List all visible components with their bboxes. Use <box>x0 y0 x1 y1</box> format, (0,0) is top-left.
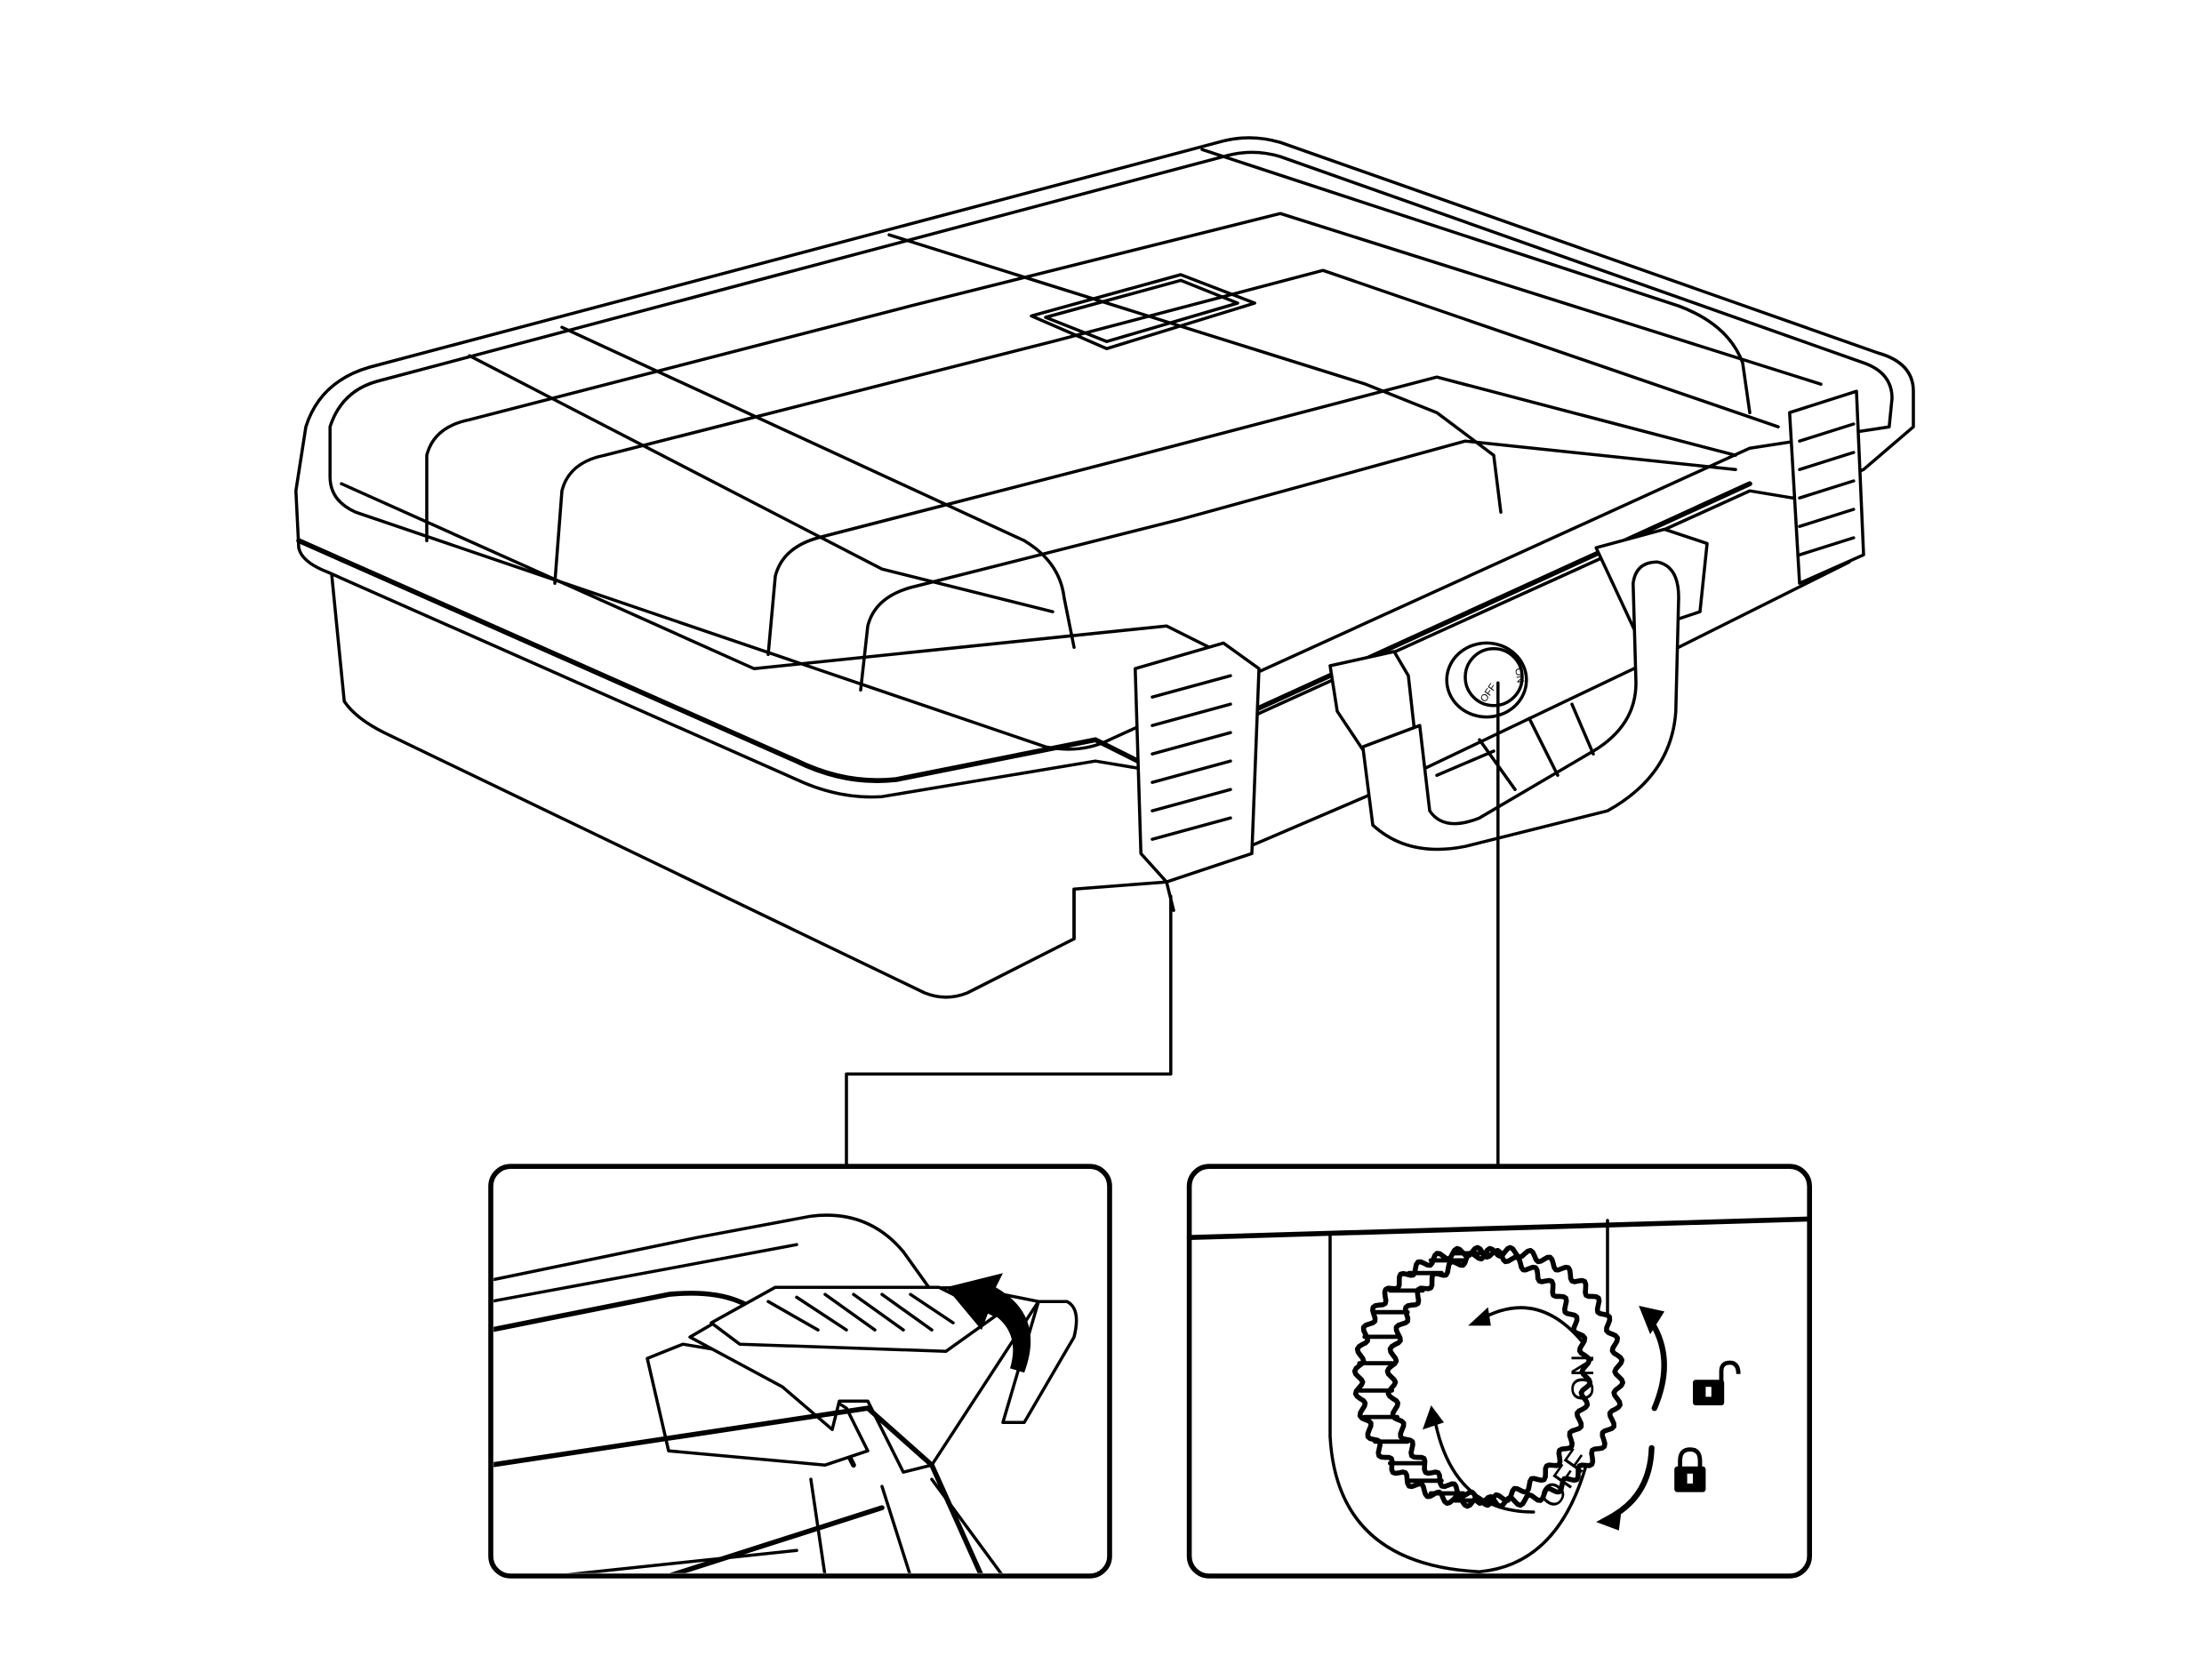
case-lid-rim <box>294 136 1915 799</box>
curved-arrow-down-icon <box>1611 1444 1655 1518</box>
case-base <box>328 482 1858 999</box>
lid-label-inner <box>1044 278 1239 343</box>
inset-lid-edge <box>1186 1216 1812 1240</box>
lid-rib <box>553 268 1780 585</box>
leader-line-latch <box>845 894 1173 1168</box>
curved-arrow-up-icon <box>1647 1316 1667 1412</box>
valve-knob: ON OFF <box>1351 1244 1625 1515</box>
lid-rib <box>425 212 1823 542</box>
latch-right <box>1788 389 1865 585</box>
curved-arrow-icon <box>946 1273 1031 1373</box>
lid-rib <box>766 375 1737 656</box>
case-purge-valve: OFF ON <box>1445 641 1528 719</box>
lid-rib <box>560 325 1076 649</box>
dial-off-label: OFF <box>1532 1444 1596 1515</box>
case-lid-top <box>328 150 1894 751</box>
padlock-closed-icon <box>1674 1447 1706 1492</box>
valve-detail-inset: ON OFF <box>1186 1164 1812 1579</box>
latch-detail-inset <box>488 1164 1112 1579</box>
latch-left <box>1072 641 1261 940</box>
lid-label-plate <box>1030 273 1256 350</box>
case-seam <box>296 538 1141 784</box>
lid-rib <box>887 233 1503 514</box>
case-valve-on-label: ON <box>1512 668 1526 684</box>
padlock-open-icon <box>1693 1360 1741 1405</box>
lid-rib <box>1200 148 1752 414</box>
lid-rib <box>859 439 1737 692</box>
hard-case: OFF ON <box>294 136 1915 999</box>
valve-plate <box>1328 1233 1588 1573</box>
lid-rib <box>468 354 1054 613</box>
dial-on-label: ON <box>1566 1354 1600 1401</box>
case-handle <box>1328 527 1709 852</box>
